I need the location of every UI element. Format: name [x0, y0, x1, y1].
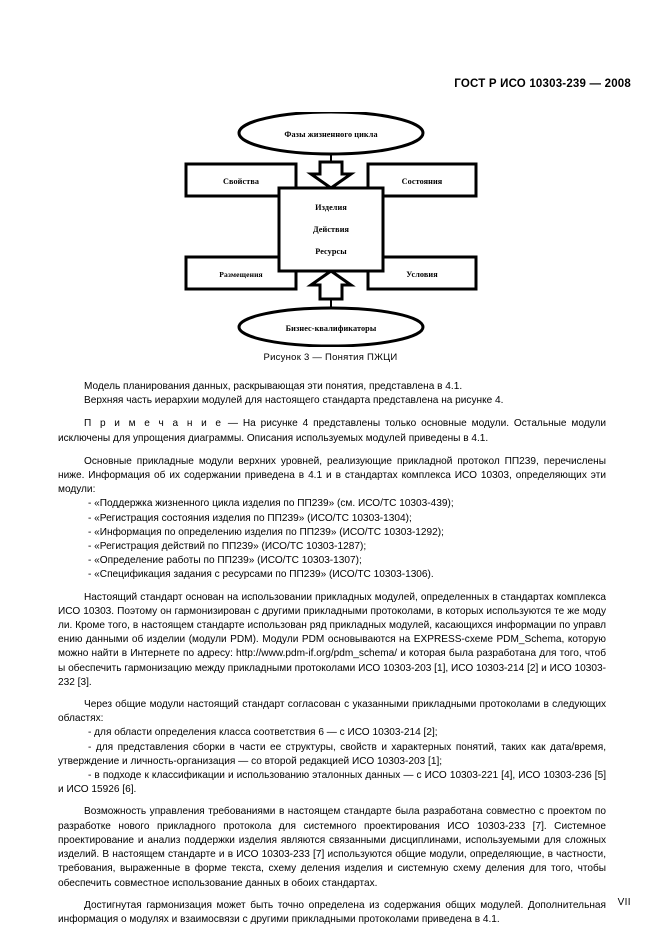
box-conditions-label: Условия — [406, 270, 438, 279]
list-item: - в подходе к классификации и использова… — [58, 770, 606, 796]
box-core-line-3: Ресурсы — [315, 247, 347, 256]
pjci-concept-diagram: Свойства Состояния Размещения Условия Из… — [184, 112, 477, 347]
paragraph-data-model-line-1: Модель планирования данных, раскрывающая… — [84, 381, 463, 392]
list-item: - для представления сборки в части ее ст… — [58, 741, 606, 767]
paragraph-requirements-management: Возможность управления требованиями в на… — [58, 806, 606, 889]
paragraph-harmonization: Настоящий стандарт основан на использова… — [58, 591, 606, 688]
paragraph-final-harmonization: Достигнутая гармонизация может быть точн… — [58, 899, 606, 925]
document-body: Модель планирования данных, раскрывающая… — [58, 380, 606, 927]
paragraph-top-level-modules: Основные прикладные модули верхних уровн… — [58, 455, 606, 496]
paragraph-note: П р и м е ч а н и е — На рисунке 4 предс… — [58, 417, 606, 445]
note-keyword: П р и м е ч а н и е — [84, 418, 223, 430]
list-item: - «Регистрация действий по ПП239» (ИСО/Т… — [88, 541, 367, 553]
module-list: - «Поддержка жизненного цикла изделия по… — [58, 497, 606, 582]
box-states-label: Состояния — [401, 177, 442, 186]
box-states — [366, 162, 477, 198]
box-locations-label: Размещения — [219, 270, 263, 279]
paragraph-common-modules: Через общие модули настоящий стандарт со… — [58, 699, 606, 725]
list-item: - для области определения класса соответ… — [88, 727, 438, 739]
areas-list: - для области определения класса соответ… — [58, 726, 606, 797]
figure-3-canvas: Свойства Состояния Размещения Условия Из… — [181, 112, 481, 347]
paragraph-data-model-line-2: Верхняя часть иерархии модулей для насто… — [84, 395, 504, 407]
ellipse-lifecycle-phases — [237, 112, 424, 156]
ellipse-business-qualifiers-label: Бизнес-квалификаторы — [285, 324, 376, 333]
box-properties-label: Свойства — [222, 177, 258, 186]
list-item: - «Регистрация состояния изделия по ПП23… — [88, 512, 412, 524]
arrow-up-icon — [305, 269, 356, 301]
box-conditions — [366, 255, 477, 291]
figure-3-caption: Рисунок 3 — Понятия ПЖЦИ — [263, 352, 398, 363]
list-item: - «Определение работы по ПП239» (ИСО/ТС … — [88, 555, 362, 567]
box-core-concepts — [277, 186, 384, 273]
note-body: — На рисунке 4 представлены только основ… — [58, 418, 606, 444]
page-number: VII — [617, 897, 631, 908]
box-core-line-1: Изделия — [315, 203, 347, 212]
figure-3: Свойства Состояния Размещения Условия Из… — [0, 112, 661, 347]
box-core-line-2: Действия — [312, 225, 349, 234]
list-item: - «Спецификация задания с ресурсами по П… — [88, 569, 434, 581]
arrow-down-icon — [305, 160, 356, 190]
box-properties — [184, 162, 297, 198]
ellipse-lifecycle-phases-label: Фазы жизненного цикла — [284, 130, 377, 139]
list-item: - «Поддержка жизненного цикла изделия по… — [88, 498, 454, 510]
ellipse-business-qualifiers — [237, 306, 424, 347]
document-header-standard-ref: ГОСТ Р ИСО 10303-239 — 2008 — [454, 78, 631, 90]
list-item: - «Информация по определению изделия по … — [88, 526, 444, 538]
